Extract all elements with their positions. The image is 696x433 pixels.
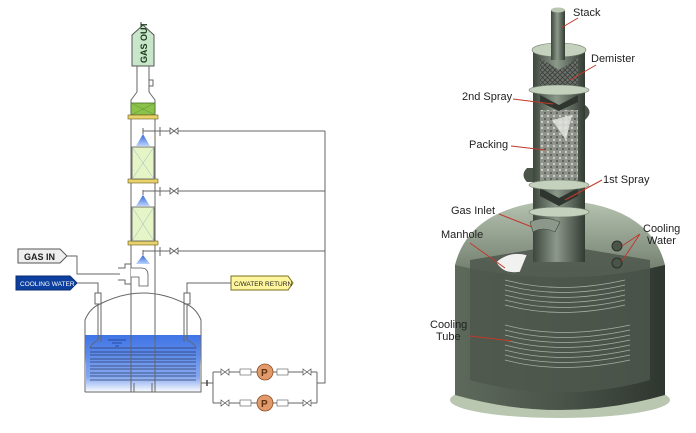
callout-cooling-tube-line1: Cooling bbox=[430, 319, 467, 331]
water-return-label: C/WATER RETURN bbox=[230, 275, 294, 291]
process-schematic: GAS OUT bbox=[15, 21, 326, 412]
flange-ring bbox=[528, 206, 590, 218]
demister-mesh bbox=[540, 58, 578, 85]
cooling-tube-coils bbox=[504, 279, 631, 368]
water-return-text: C/WATER RETURN bbox=[234, 281, 292, 288]
pump-icon bbox=[256, 363, 274, 381]
packing-bed-lower bbox=[131, 206, 155, 242]
spray-nozzles bbox=[136, 128, 160, 264]
callout-1st-spray: 1st Spray bbox=[603, 174, 650, 186]
column-wall bbox=[130, 112, 156, 298]
gas-out-arrow bbox=[131, 24, 155, 67]
pump-circuit: P P bbox=[201, 363, 318, 412]
recirc-header bbox=[317, 131, 326, 384]
callout-cooling-water-line2: Water bbox=[647, 235, 676, 247]
valve-icon[interactable] bbox=[302, 399, 312, 407]
valve-icon[interactable] bbox=[302, 368, 312, 376]
cooling-water-nozzle bbox=[611, 257, 623, 269]
valve-icon[interactable] bbox=[169, 187, 179, 195]
gas-inlet-elbow bbox=[131, 267, 149, 287]
cooling-water-inlet-line bbox=[77, 282, 99, 293]
spray-header bbox=[585, 105, 590, 120]
scrubber-3d-illustration: Stack Demister 2nd Spray Packing 1st Spr… bbox=[430, 7, 680, 418]
sump-vessel bbox=[84, 292, 202, 393]
flange bbox=[127, 240, 159, 246]
flange bbox=[127, 178, 159, 184]
flange-ring bbox=[528, 84, 590, 96]
stack-pipe bbox=[136, 66, 150, 92]
cooling-coil bbox=[90, 347, 196, 381]
valve-icon[interactable] bbox=[220, 368, 230, 376]
stack-top bbox=[551, 7, 565, 13]
spray-cone-1 bbox=[136, 134, 150, 146]
packing-bed-upper bbox=[131, 146, 155, 180]
flange-ring bbox=[528, 179, 590, 191]
gas-out-label: GAS OUT bbox=[131, 21, 155, 67]
water-return-line bbox=[186, 282, 231, 293]
water-level-symbol bbox=[108, 339, 126, 347]
vessel-outline bbox=[84, 292, 202, 393]
callout-gas-inlet: Gas Inlet bbox=[451, 205, 495, 217]
flanges bbox=[127, 114, 159, 246]
gas-inlet-line bbox=[67, 255, 120, 275]
callout-stack: Stack bbox=[573, 7, 601, 19]
expansion-joint bbox=[276, 399, 289, 407]
callout-manhole: Manhole bbox=[441, 229, 483, 241]
gas-out-text: GAS OUT bbox=[139, 21, 149, 63]
cooling-water-nozzle bbox=[611, 240, 623, 252]
expansion-joint bbox=[239, 368, 252, 376]
pump-symbol: P bbox=[261, 399, 268, 410]
stack bbox=[551, 10, 565, 60]
valve-icon[interactable] bbox=[220, 399, 230, 407]
manhole bbox=[495, 253, 528, 273]
demister-cross bbox=[130, 102, 156, 116]
callout-leaders bbox=[469, 17, 641, 342]
cooling-water-text: COOLING WATER bbox=[20, 281, 75, 288]
callout-2nd-spray: 2nd Spray bbox=[462, 91, 513, 103]
pump-symbol: P bbox=[261, 368, 268, 379]
expansion-joint bbox=[276, 368, 289, 376]
callout-cooling-tube-line2: Tube bbox=[436, 331, 461, 343]
pump-icon bbox=[256, 394, 274, 412]
gas-inlet-pipe bbox=[529, 218, 561, 233]
coil-risers bbox=[89, 304, 197, 349]
downcomer bbox=[130, 298, 156, 392]
spray-cone-2 bbox=[136, 195, 150, 206]
gas-in-label: GAS IN bbox=[17, 248, 68, 264]
flange bbox=[127, 114, 159, 120]
cooling-water-label: COOLING WATER bbox=[15, 275, 78, 291]
spray-header bbox=[523, 168, 533, 182]
pump-1[interactable]: P bbox=[256, 363, 274, 381]
callout-cooling-water-line1: Cooling bbox=[643, 223, 680, 235]
gas-in-text: GAS IN bbox=[24, 252, 55, 262]
pump-2[interactable]: P bbox=[256, 394, 274, 412]
callout-packing: Packing bbox=[469, 139, 508, 151]
valve-icon[interactable] bbox=[169, 247, 179, 255]
spray-feed-lines bbox=[159, 127, 326, 384]
callout-demister: Demister bbox=[591, 53, 635, 65]
water-body bbox=[86, 335, 200, 391]
valve-icon[interactable] bbox=[169, 127, 179, 135]
expansion-joint bbox=[239, 399, 252, 407]
stack-nozzle bbox=[149, 79, 154, 87]
spray-cone-3 bbox=[136, 255, 150, 264]
packing-highlight bbox=[552, 115, 572, 140]
dome-nozzles bbox=[94, 292, 191, 305]
vessel-cutaway bbox=[470, 245, 650, 393]
gas-inlet-nozzle bbox=[118, 263, 131, 285]
